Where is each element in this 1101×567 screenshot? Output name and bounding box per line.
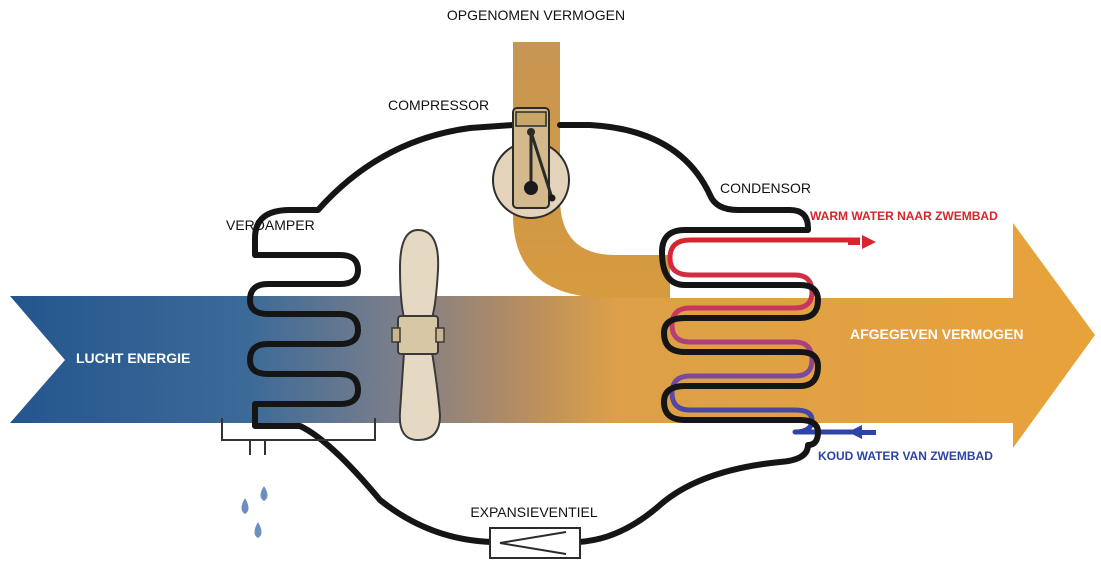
output-power-label: AFGEGEVEN VERMOGEN — [850, 326, 1023, 342]
cold-water-label: KOUD WATER VAN ZWEMBAD — [818, 449, 993, 463]
water-drop-icon — [241, 486, 268, 538]
warm-water-label: WARM WATER NAAR ZWEMBAD — [810, 209, 998, 223]
cold-water-arrow — [848, 425, 876, 439]
compressor-label: COMPRESSOR — [388, 97, 489, 113]
condenser-coil — [659, 227, 821, 448]
warm-water-arrow — [848, 235, 876, 249]
condenser-label: CONDENSOR — [720, 180, 811, 196]
condenser-water-tube — [667, 237, 860, 435]
drip-tray — [221, 418, 376, 455]
compressor-piston-icon — [492, 107, 570, 219]
energy-flow-arrow — [10, 223, 1095, 448]
refrigerant-loop — [252, 122, 811, 545]
air-energy-label: LUCHT ENERGIE — [76, 350, 190, 366]
evaporator-label: VERDAMPER — [226, 217, 315, 233]
input-power-label: OPGENOMEN VERMOGEN — [447, 7, 625, 23]
expansion-valve-icon — [489, 527, 581, 559]
evaporator-coil — [247, 252, 361, 410]
input-power-flow — [513, 42, 670, 298]
fan-icon — [391, 228, 445, 442]
expansion-valve-label: EXPANSIEVENTIEL — [470, 504, 598, 520]
